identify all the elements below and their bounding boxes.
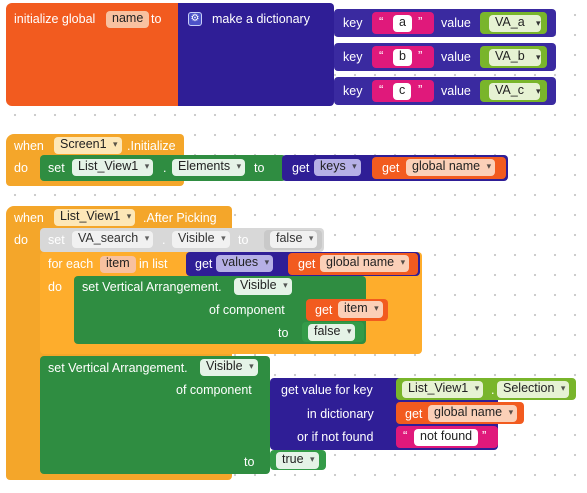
of-component-label: of component [176, 383, 252, 397]
of-component-label: of component [209, 303, 285, 317]
open-quote: “ [403, 428, 408, 443]
pair-value-label: value [441, 84, 471, 98]
initialize-event-label: .Initialize [127, 139, 176, 153]
for-each-label: for each [48, 257, 94, 271]
set-to-label: to [238, 233, 249, 247]
visible-property-dropdown[interactable]: Visible [234, 278, 292, 295]
dropdown-arrow-icon[interactable]: ▾ [536, 86, 541, 96]
component-field-va-c[interactable]: VA_c [489, 83, 540, 100]
do-label: do [14, 161, 28, 175]
dot-label: . [162, 233, 166, 247]
global-name-dropdown[interactable]: global name [406, 159, 496, 176]
close-quote: ” [418, 48, 423, 63]
visible-property-dropdown[interactable]: Visible [200, 359, 258, 376]
dot-label: . [491, 383, 495, 397]
global-name-dropdown[interactable]: global name [428, 405, 518, 422]
when-label: when [14, 211, 44, 225]
values-dropdown[interactable]: values [216, 255, 274, 272]
close-quote: ” [418, 14, 423, 29]
set-vertical-arrangement-label: set Vertical Arrangement. [82, 280, 222, 294]
open-quote: “ [379, 14, 384, 29]
after-picking-event-label: .After Picking [143, 211, 217, 225]
global-name-dropdown[interactable]: global name [320, 255, 410, 272]
set-component-dropdown[interactable]: List_View1 [72, 159, 154, 176]
key-text-c[interactable]: c [393, 83, 412, 100]
component-field-va-a[interactable]: VA_a [489, 15, 541, 32]
item-var-field[interactable]: item [100, 256, 136, 273]
make-dictionary-block[interactable] [178, 3, 334, 106]
dropdown-arrow-icon[interactable]: ▾ [536, 52, 541, 62]
get-label: get [195, 257, 213, 271]
close-quote: ” [482, 428, 487, 443]
false-dropdown[interactable]: false [308, 324, 356, 341]
foreach-do-label: do [48, 280, 62, 294]
keys-dropdown[interactable]: keys [314, 159, 361, 176]
listview-component-dropdown[interactable]: List_View1 [54, 209, 136, 226]
set-to-label: to [254, 161, 265, 175]
visible-property-dropdown[interactable]: Visible [172, 231, 230, 248]
pair-key-label: key [343, 16, 363, 30]
to-label: to [244, 455, 255, 469]
screen-component-dropdown[interactable]: Screen1 [54, 137, 122, 154]
key-text-a[interactable]: a [393, 15, 412, 32]
to-label: to [278, 326, 289, 340]
selection-property-dropdown[interactable]: Selection [497, 381, 570, 398]
set-vertical-arrangement-label: set Vertical Arrangement. [48, 361, 188, 375]
make-dictionary-label: make a dictionary [212, 12, 310, 26]
pair-value-label: value [441, 50, 471, 64]
close-quote: ” [418, 82, 423, 97]
true-dropdown[interactable]: true [276, 452, 319, 469]
open-quote: “ [379, 82, 384, 97]
initialize-global-block[interactable] [6, 3, 182, 106]
false-dropdown[interactable]: false [270, 231, 318, 248]
global-var-name-field[interactable]: name [106, 11, 150, 28]
in-list-label: in list [139, 257, 168, 271]
va-search-dropdown[interactable]: VA_search [72, 231, 154, 248]
listview-component-dropdown[interactable]: List_View1 [402, 381, 484, 398]
get-label: get [382, 161, 400, 175]
component-field-va-b[interactable]: VA_b [489, 49, 541, 66]
get-label: get [315, 303, 333, 317]
open-quote: “ [379, 48, 384, 63]
set-label: set [48, 161, 65, 175]
pair-key-label: key [343, 50, 363, 64]
pair-value-label: value [441, 16, 471, 30]
or-if-not-found-label: or if not found [297, 430, 374, 444]
dropdown-arrow-icon[interactable]: ▾ [536, 18, 541, 28]
in-dictionary-label: in dictionary [307, 407, 374, 421]
set-label: set [48, 233, 65, 247]
key-text-b[interactable]: b [393, 49, 412, 66]
item-dropdown[interactable]: item [338, 301, 383, 318]
init-to-label: to [151, 12, 162, 26]
set-property-dropdown[interactable]: Elements [172, 159, 246, 176]
get-label: get [405, 407, 423, 421]
mutator-gear-icon[interactable]: ⚙ [188, 12, 202, 26]
not-found-text-field[interactable]: not found [414, 429, 479, 446]
get-label: get [298, 257, 316, 271]
do-label: do [14, 233, 28, 247]
initialize-global-label: initialize global [14, 12, 96, 26]
pair-key-label: key [343, 84, 363, 98]
get-keys-label: get [292, 161, 310, 175]
when-label: when [14, 139, 44, 153]
get-value-for-key-label: get value for key [281, 383, 373, 397]
dot-label: . [163, 161, 167, 175]
